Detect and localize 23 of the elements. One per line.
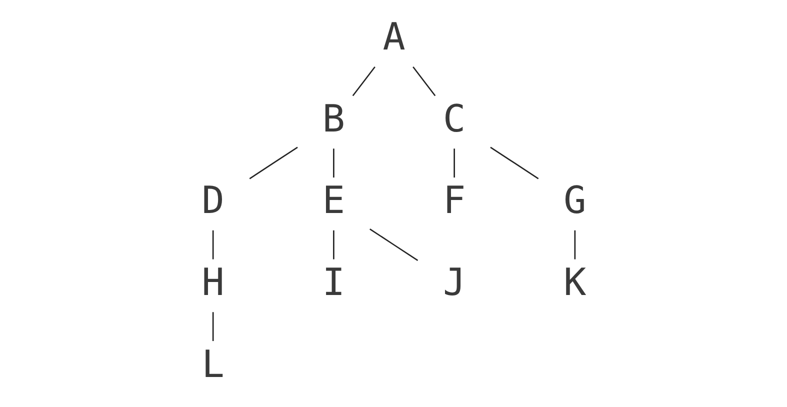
connector (248, 146, 298, 179)
node-text: J (442, 260, 466, 304)
node-text: K (563, 260, 586, 304)
connector (332, 148, 334, 178)
node-text: D (201, 178, 224, 222)
node-text: H (201, 260, 224, 304)
connector (490, 146, 538, 179)
connector (352, 66, 375, 96)
connector (574, 230, 576, 259)
connector (212, 230, 214, 259)
node-text: F (442, 178, 466, 222)
node-text: A (382, 14, 405, 58)
node-text: E (322, 178, 344, 222)
connector (369, 228, 418, 260)
node-text: B (322, 96, 344, 140)
connector (212, 312, 214, 341)
node-text: G (563, 178, 586, 222)
connector (453, 148, 454, 178)
node-text: I (322, 260, 344, 304)
connector (412, 66, 436, 96)
node-text: L (201, 341, 224, 386)
connector (332, 230, 334, 259)
node-text: C (442, 96, 466, 140)
